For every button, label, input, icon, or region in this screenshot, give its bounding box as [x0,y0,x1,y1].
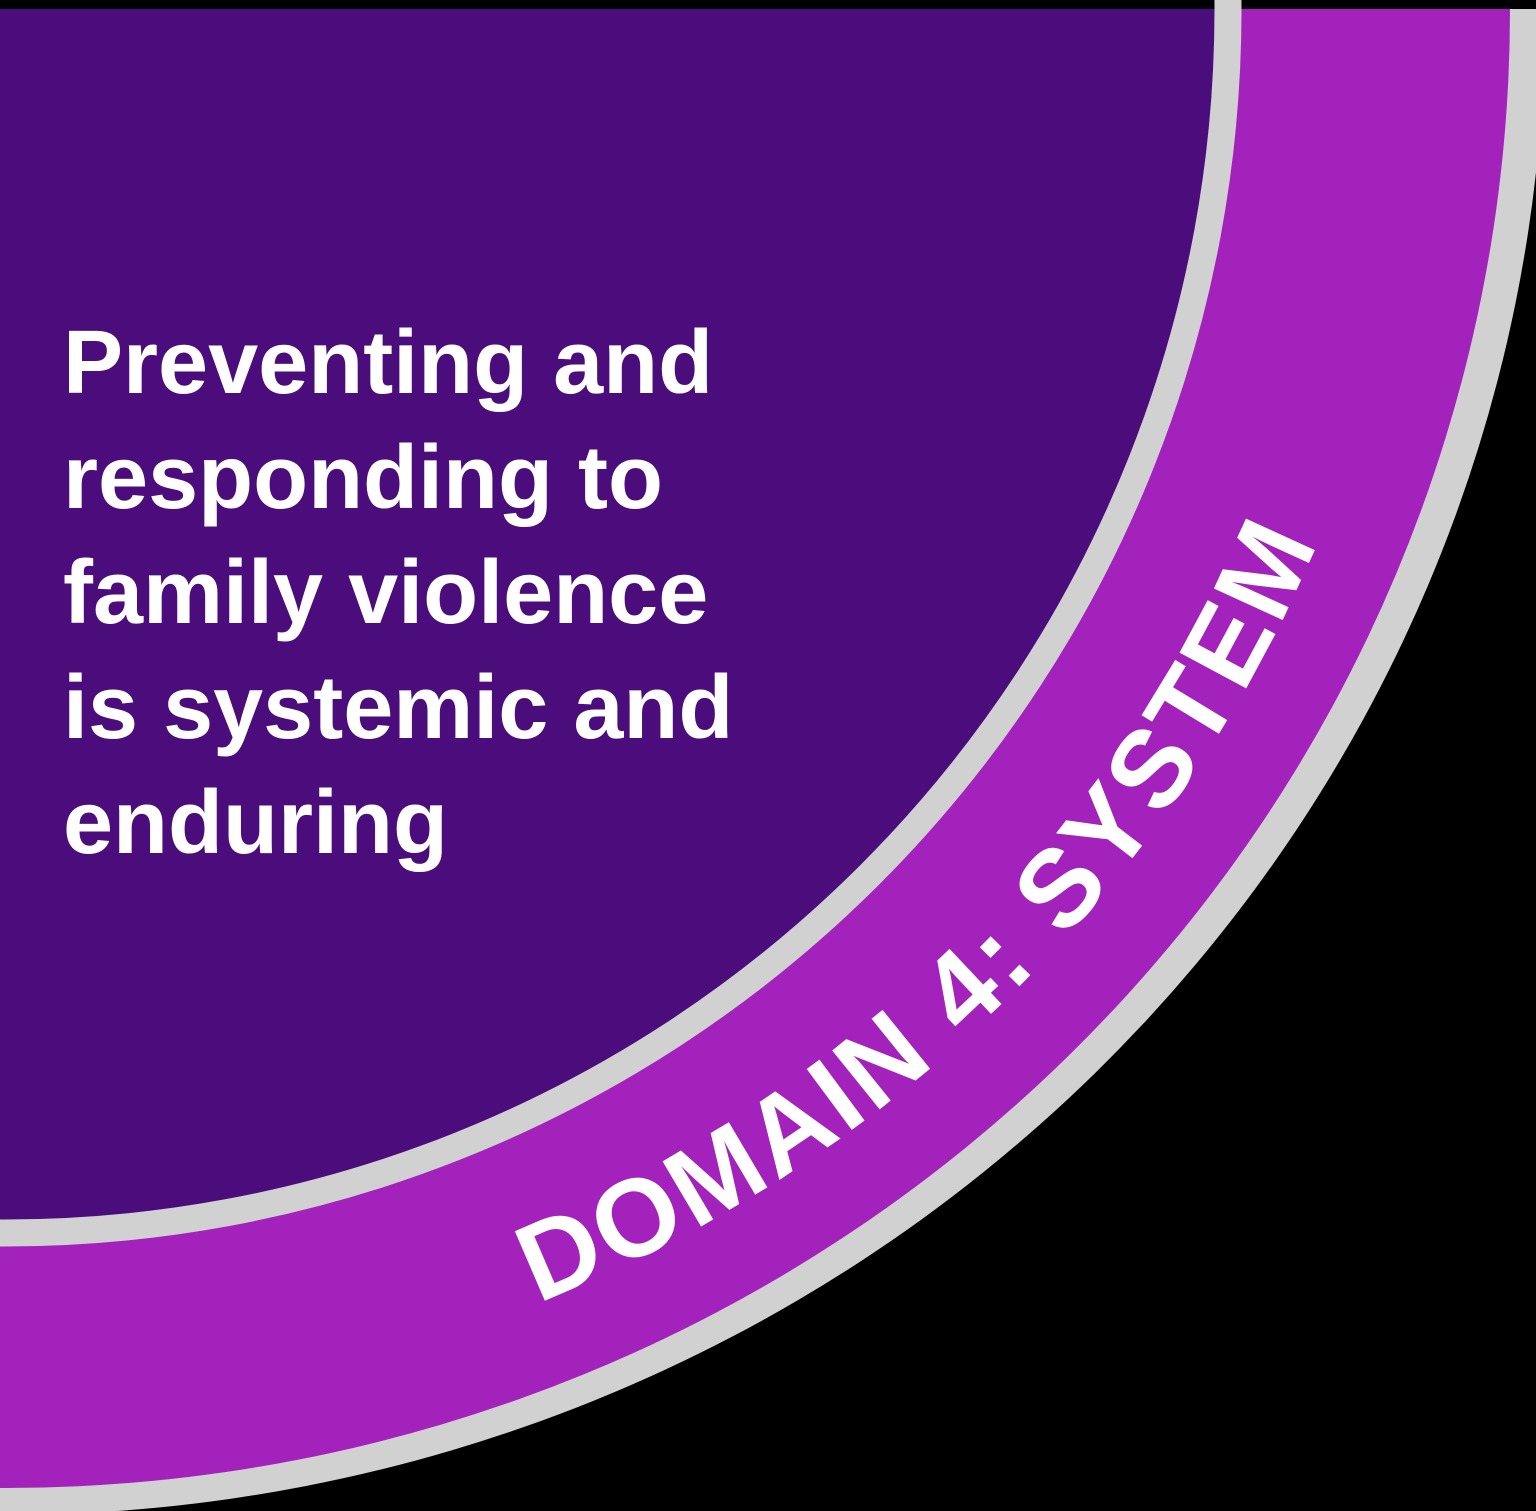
heading-quote: Preventing and responding to family viol… [63,306,923,881]
heading-line: enduring [63,773,448,873]
heading-line: responding to [63,428,663,528]
heading-line: Preventing and [63,313,714,413]
heading-line: family violence [63,543,709,643]
inner-disk [0,0,1215,1220]
top-edge-strip [0,0,1536,9]
heading-line: is systemic and [63,658,734,758]
inner-gray-ring [0,0,1242,1247]
